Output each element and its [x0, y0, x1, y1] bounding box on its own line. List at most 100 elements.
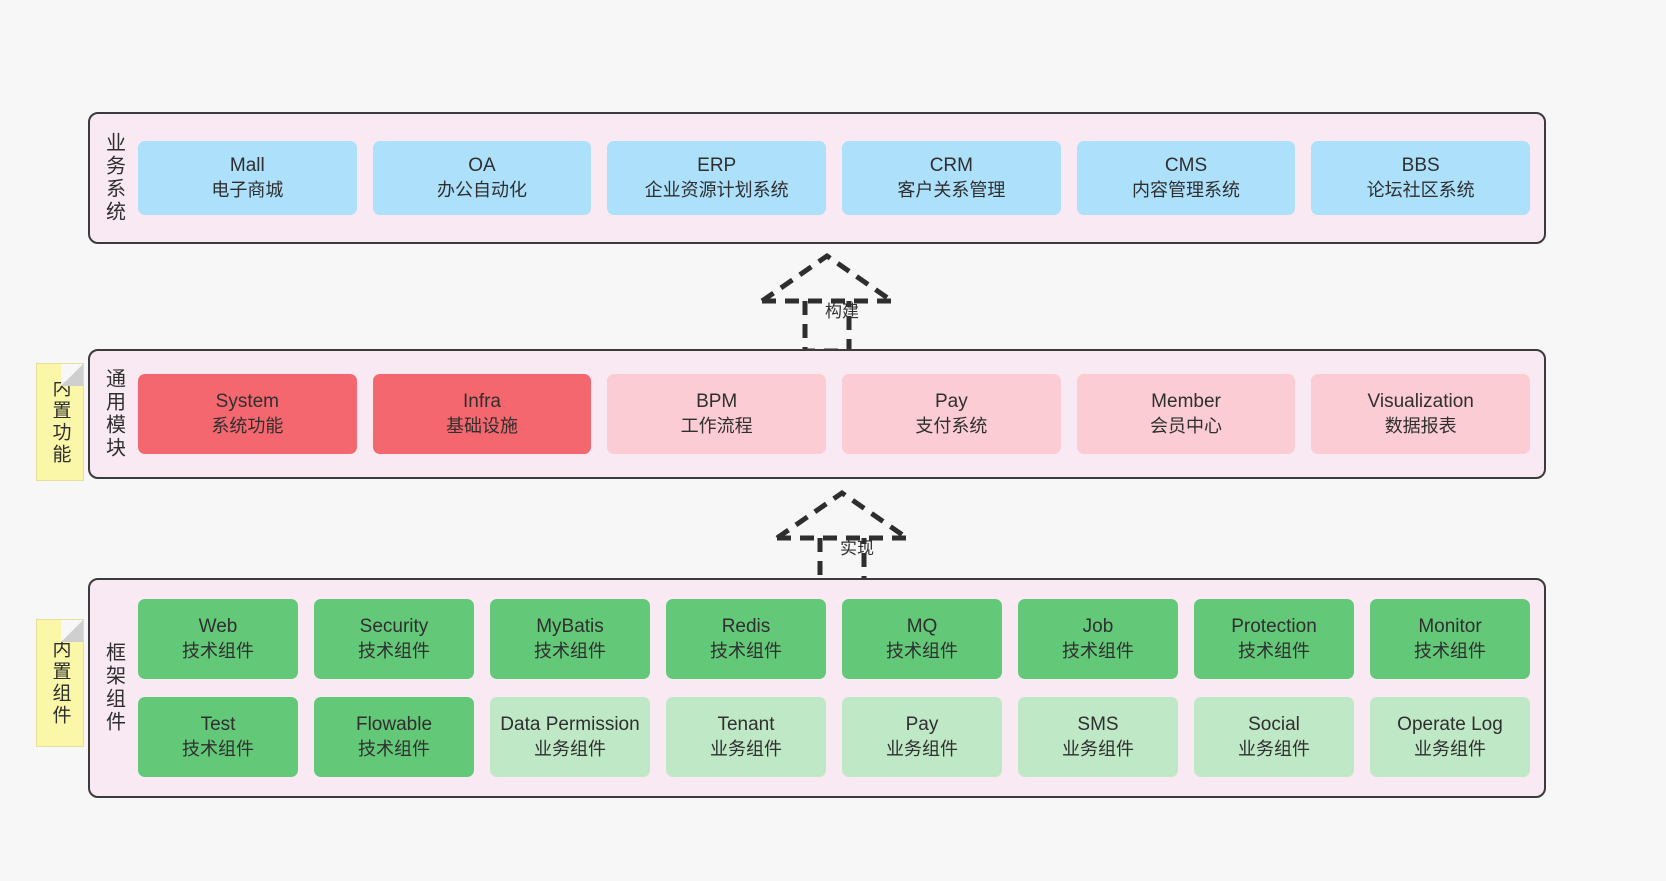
module-box-data-permission[interactable]: Data Permission 业务组件	[490, 697, 650, 777]
layer-title-common: 通用模块	[102, 368, 125, 460]
arrow-build-label: 构建	[825, 302, 859, 321]
module-title-en: Social	[1248, 714, 1300, 736]
module-title-en: Data Permission	[500, 714, 640, 736]
module-box-pay[interactable]: Pay 支付系统	[842, 374, 1061, 454]
layer-title-business: 业务系统	[102, 132, 125, 224]
note-label: 内置功能	[49, 378, 71, 466]
note-label: 内置组件	[49, 639, 71, 727]
module-box-visualization[interactable]: Visualization 数据报表	[1311, 374, 1531, 454]
module-title-cn: 电子商城	[211, 179, 284, 200]
note-fold-icon	[61, 364, 83, 386]
module-title-en: Security	[359, 616, 429, 638]
module-title-cn: 办公自动化	[437, 179, 527, 200]
module-title-en: SMS	[1077, 714, 1119, 736]
module-box-redis[interactable]: Redis 技术组件	[666, 599, 826, 679]
module-title-en: CMS	[1164, 155, 1208, 177]
module-title-cn: 基础设施	[446, 415, 518, 436]
arrow-implement-label: 实现	[840, 539, 874, 558]
note-builtin-function: 内置功能	[36, 363, 84, 481]
layer-framework-component: 框架组件 Web 技术组件 Security 技术组件 MyBatis 技术组件…	[88, 578, 1546, 798]
module-title-en: Monitor	[1418, 616, 1482, 638]
layer-common-module: 通用模块 System 系统功能 Infra 基础设施 BPM 工作流程 Pay…	[88, 349, 1546, 479]
module-title-en: Pay	[905, 714, 939, 736]
module-title-en: Web	[198, 616, 238, 638]
module-title-cn: 业务组件	[710, 738, 782, 759]
module-box-oa[interactable]: OA 办公自动化	[372, 141, 592, 215]
module-title-cn: 技术组件	[358, 640, 430, 661]
module-title-cn: 支付系统	[915, 415, 988, 436]
layer-title-framework: 框架组件	[102, 642, 125, 734]
module-title-cn: 论坛社区系统	[1366, 179, 1475, 200]
module-box-system[interactable]: System 系统功能	[138, 374, 357, 454]
module-box-cms[interactable]: CMS 内容管理系统	[1076, 141, 1296, 215]
layer-common-row: System 系统功能 Infra 基础设施 BPM 工作流程 Pay 支付系统…	[138, 374, 1531, 454]
module-title-en: ERP	[697, 155, 737, 177]
layer-framework-row-tech: Web 技术组件 Security 技术组件 MyBatis 技术组件 Redi…	[138, 599, 1530, 679]
module-title-cn: 工作流程	[680, 415, 753, 436]
module-title-cn: 业务组件	[1414, 738, 1486, 759]
module-title-en: System	[215, 391, 280, 413]
module-title-cn: 技术组件	[182, 738, 254, 759]
module-title-cn: 内容管理系统	[1132, 179, 1241, 200]
layer-body-framework: Web 技术组件 Security 技术组件 MyBatis 技术组件 Redi…	[136, 580, 1544, 796]
module-box-web[interactable]: Web 技术组件	[138, 599, 298, 679]
module-title-cn: 数据报表	[1384, 415, 1457, 436]
module-title-cn: 会员中心	[1150, 415, 1223, 436]
module-title-cn: 技术组件	[358, 738, 430, 759]
module-title-cn: 业务组件	[534, 738, 606, 759]
module-title-cn: 技术组件	[534, 640, 606, 661]
module-title-en: MQ	[906, 616, 938, 638]
module-title-en: Test	[200, 714, 236, 736]
module-title-en: Mall	[229, 155, 265, 177]
module-title-en: Operate Log	[1397, 714, 1503, 736]
module-box-bpm[interactable]: BPM 工作流程	[607, 374, 827, 454]
module-title-cn: 技术组件	[1414, 640, 1486, 661]
module-box-infra[interactable]: Infra 基础设施	[372, 374, 592, 454]
module-title-en: Pay	[934, 391, 968, 413]
module-title-en: Member	[1151, 391, 1221, 413]
module-box-pay-business[interactable]: Pay 业务组件	[842, 697, 1002, 777]
module-title-cn: 技术组件	[886, 640, 958, 661]
module-box-crm[interactable]: CRM 客户关系管理	[842, 141, 1061, 215]
layer-body-common: System 系统功能 Infra 基础设施 BPM 工作流程 Pay 支付系统…	[136, 351, 1544, 477]
module-title-en: MyBatis	[536, 616, 604, 638]
module-box-mall[interactable]: Mall 电子商城	[138, 141, 357, 215]
module-box-bbs[interactable]: BBS 论坛社区系统	[1311, 141, 1531, 215]
module-box-member[interactable]: Member 会员中心	[1076, 374, 1296, 454]
module-title-cn: 业务组件	[886, 738, 958, 759]
module-title-en: Infra	[462, 391, 502, 413]
layer-business-system: 业务系统 Mall 电子商城 OA 办公自动化 ERP 企业资源计划系统 CRM…	[88, 112, 1546, 244]
layer-business-row: Mall 电子商城 OA 办公自动化 ERP 企业资源计划系统 CRM 客户关系…	[138, 141, 1531, 215]
module-title-cn: 客户关系管理	[897, 179, 1006, 200]
module-title-en: BBS	[1401, 155, 1440, 177]
module-box-social[interactable]: Social 业务组件	[1194, 697, 1354, 777]
module-title-cn: 技术组件	[1062, 640, 1134, 661]
module-title-cn: 企业资源计划系统	[644, 179, 789, 200]
module-box-sms[interactable]: SMS 业务组件	[1018, 697, 1178, 777]
module-box-flowable[interactable]: Flowable 技术组件	[314, 697, 474, 777]
module-box-protection[interactable]: Protection 技术组件	[1194, 599, 1354, 679]
note-fold-icon	[61, 620, 83, 642]
module-box-erp[interactable]: ERP 企业资源计划系统	[607, 141, 827, 215]
module-title-cn: 业务组件	[1238, 738, 1310, 759]
module-title-en: Flowable	[355, 714, 433, 736]
module-box-operate-log[interactable]: Operate Log 业务组件	[1370, 697, 1530, 777]
module-box-mybatis[interactable]: MyBatis 技术组件	[490, 599, 650, 679]
note-builtin-component: 内置组件	[36, 619, 84, 747]
layer-framework-row-business: Test 技术组件 Flowable 技术组件 Data Permission …	[138, 697, 1530, 777]
module-box-test[interactable]: Test 技术组件	[138, 697, 298, 777]
module-box-monitor[interactable]: Monitor 技术组件	[1370, 599, 1530, 679]
arrow-build: 构建	[742, 251, 942, 361]
module-box-tenant[interactable]: Tenant 业务组件	[666, 697, 826, 777]
module-title-en: Visualization	[1367, 391, 1474, 413]
module-title-en: BPM	[696, 391, 738, 413]
module-title-cn: 系统功能	[211, 415, 284, 436]
module-title-en: Redis	[721, 616, 771, 638]
module-box-job[interactable]: Job 技术组件	[1018, 599, 1178, 679]
module-title-cn: 业务组件	[1062, 738, 1134, 759]
module-title-en: CRM	[929, 155, 973, 177]
layer-body-business: Mall 电子商城 OA 办公自动化 ERP 企业资源计划系统 CRM 客户关系…	[136, 114, 1544, 242]
module-box-mq[interactable]: MQ 技术组件	[842, 599, 1002, 679]
module-box-security[interactable]: Security 技术组件	[314, 599, 474, 679]
